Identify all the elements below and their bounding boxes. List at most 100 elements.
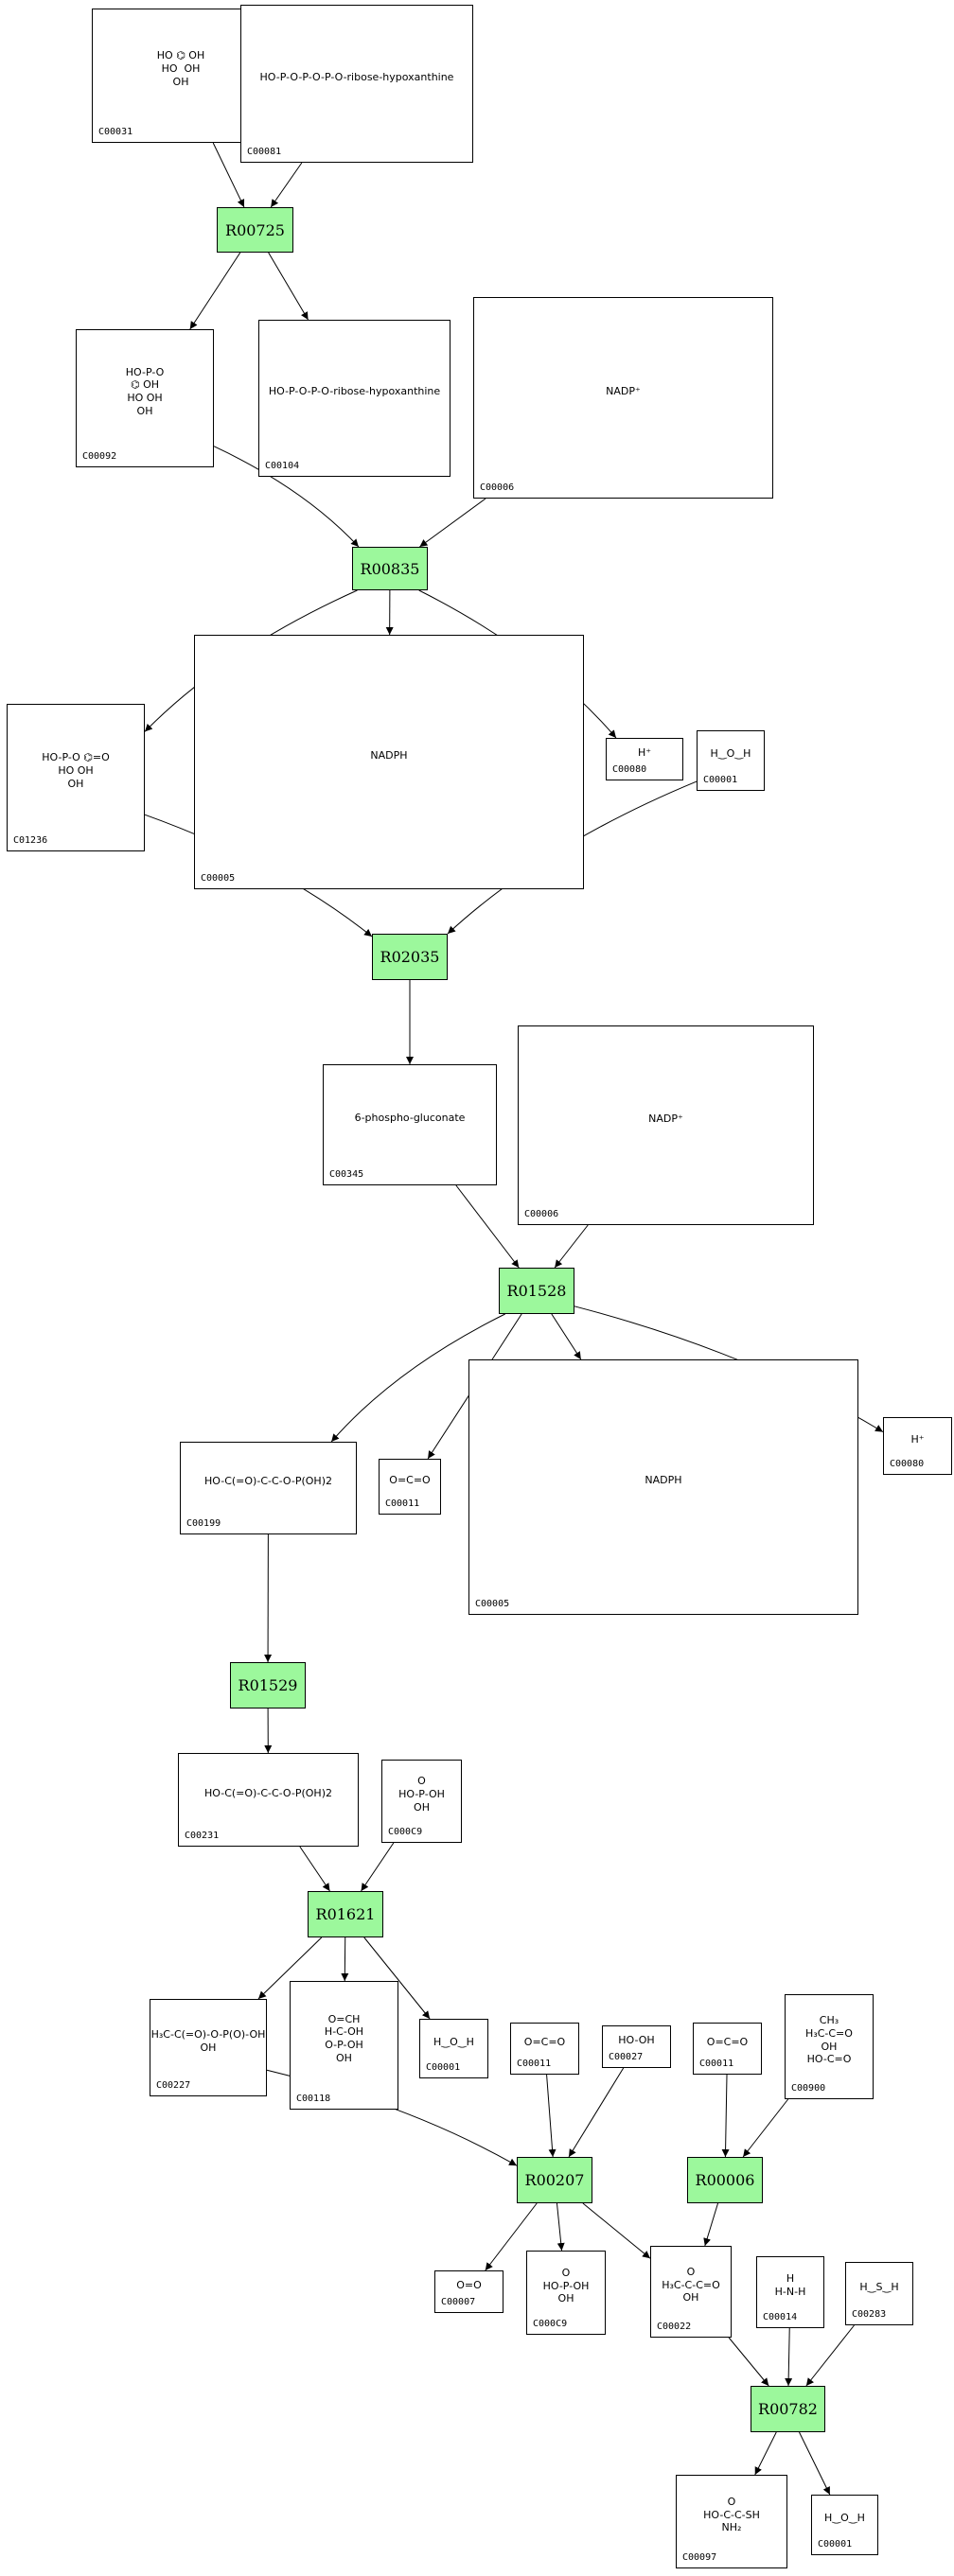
structure-image: NADP⁺: [648, 1112, 683, 1125]
compound-c00009[interactable]: O HO-P-OH OH C000C9: [526, 2251, 606, 2335]
edge-c00900-to-r00006: [742, 2098, 789, 2158]
compound-id-label: C01236: [13, 835, 48, 846]
edge-r01528-to-c00199: [330, 1313, 505, 1443]
compound-id-label: C00080: [612, 764, 647, 775]
compound-c00009[interactable]: O HO-P-OH OH C000C9: [381, 1760, 462, 1843]
compound-c00283[interactable]: H‿S‿H C00283: [845, 2262, 913, 2325]
compound-c00104[interactable]: HO-P-O-P-O-ribose-hypoxanthine C00104: [258, 320, 450, 477]
edge-c00006a-to-r00835: [419, 498, 486, 548]
edge-r00006-to-c00022: [703, 2202, 719, 2247]
reaction-r01529[interactable]: R01529: [230, 1662, 306, 1709]
compound-c00022[interactable]: O H₃C-C-C=O OH C00022: [650, 2246, 732, 2338]
edge-r01621-to-c00001b: [363, 1936, 431, 2020]
compound-c00006[interactable]: NADP⁺ C00006: [518, 1025, 814, 1225]
compound-c00345[interactable]: 6-phospho-gluconate C00345: [323, 1064, 497, 1185]
reaction-r01528[interactable]: R01528: [499, 1268, 574, 1314]
structure-image: O=C=O: [389, 1473, 431, 1486]
compound-c01236[interactable]: HO-P-O ⌬=O HO OH OH C01236: [7, 704, 145, 851]
compound-c00001[interactable]: H‿O‿H C00001: [419, 2019, 488, 2078]
compound-id-label: C00014: [763, 2312, 798, 2322]
compound-c00006[interactable]: NADP⁺ C00006: [473, 297, 773, 499]
structure-image: O=CH H-C-OH O-P-OH OH: [324, 2012, 364, 2064]
edge-c00014-to-r00782: [785, 2327, 793, 2387]
compound-id-label: C00011: [699, 2059, 734, 2069]
structure-image: CH₃ H₃C-C=O OH HO-C=O: [805, 2014, 853, 2066]
reaction-r02035[interactable]: R02035: [372, 934, 448, 980]
structure-image: HO-P-O ⌬ OH HO OH OH: [125, 365, 165, 417]
structure-image: HO-C(=O)-C-C-O-P(OH)2: [204, 1786, 332, 1799]
structure-image: HO-OH: [618, 2033, 655, 2046]
compound-id-label: C000C9: [533, 2319, 568, 2329]
compound-c00011[interactable]: O=C=O C00011: [693, 2023, 762, 2075]
edge-r00207-to-c00022: [582, 2202, 651, 2259]
compound-c00199[interactable]: HO-C(=O)-C-C-O-P(OH)2 C00199: [180, 1442, 357, 1534]
edge-c00009a-to-r01621: [361, 1842, 395, 1892]
compound-c00005[interactable]: NADPH C00005: [194, 635, 584, 889]
edge-r00782-to-c00097: [754, 2431, 777, 2476]
compound-id-label: C00005: [201, 873, 236, 884]
compound-id-label: C00011: [385, 1498, 420, 1509]
compound-c00118[interactable]: O=CH H-C-OH O-P-OH OH C00118: [290, 1981, 398, 2110]
compound-c00227[interactable]: H₃C-C(=O)-O-P(O)-OH OH C00227: [150, 1999, 267, 2096]
reaction-r00782[interactable]: R00782: [751, 2386, 825, 2432]
compound-c00027[interactable]: HO-OH C00027: [602, 2025, 671, 2068]
edge-r00207-to-c00007: [485, 2202, 538, 2271]
reaction-r00835[interactable]: R00835: [352, 547, 428, 590]
compound-id-label: C00227: [156, 2080, 191, 2091]
structure-image: O HO-P-OH OH: [398, 1775, 445, 1814]
compound-c00005[interactable]: NADPH C00005: [468, 1359, 858, 1615]
compound-id-label: C00001: [703, 775, 738, 785]
compound-c00900[interactable]: CH₃ H₃C-C=O OH HO-C=O C00900: [785, 1994, 874, 2099]
compound-c00014[interactable]: H H-N-H C00014: [756, 2256, 824, 2328]
compound-id-label: C00001: [426, 2062, 461, 2073]
structure-image: O=C=O: [706, 2035, 749, 2048]
compound-id-label: C00283: [852, 2309, 887, 2320]
compound-c00001[interactable]: H‿O‿H C00001: [697, 730, 765, 791]
structure-image: H⁺: [637, 745, 652, 759]
structure-image: O H₃C-C-C=O OH: [662, 2265, 720, 2304]
compound-id-label: C00001: [818, 2539, 853, 2550]
structure-image: HO ⌬ OH HO OH OH: [156, 49, 205, 88]
compound-c00092[interactable]: HO-P-O ⌬ OH HO OH OH C00092: [76, 329, 214, 467]
compound-c00011[interactable]: O=C=O C00011: [510, 2023, 579, 2075]
reaction-r00207[interactable]: R00207: [517, 2157, 592, 2203]
compound-id-label: C000C9: [388, 1827, 423, 1837]
structure-image: NADPH: [645, 1474, 682, 1487]
compound-c00001[interactable]: H‿O‿H C00001: [811, 2495, 878, 2555]
edge-r00725-to-c00092: [189, 252, 241, 330]
compound-c00081[interactable]: HO-P-O-P-O-P-O-ribose-hypoxanthine C0008…: [240, 5, 473, 163]
compound-c00007[interactable]: O=O C00007: [434, 2270, 504, 2313]
compound-id-label: C00080: [890, 1459, 925, 1469]
compound-c00080[interactable]: H⁺ C00080: [883, 1417, 952, 1475]
compound-id-label: C00092: [82, 451, 117, 462]
edge-c00081-to-r00725: [270, 162, 303, 208]
structure-image: H⁺: [910, 1432, 925, 1446]
edge-c00006b-to-r01528: [554, 1224, 589, 1269]
compound-id-label: C00097: [682, 2552, 717, 2563]
compound-id-label: C00199: [186, 1518, 221, 1529]
edge-c00027-to-r00207: [568, 2067, 625, 2158]
edge-r01621-to-c00227: [257, 1936, 323, 2000]
compound-c00080[interactable]: H⁺ C00080: [606, 738, 683, 780]
edge-c00092-to-r00835: [213, 446, 360, 548]
compound-c00031[interactable]: HO ⌬ OH HO OH OH C00031: [92, 9, 270, 143]
compound-id-label: C00031: [98, 127, 133, 137]
structure-image: NADPH: [370, 748, 408, 762]
structure-image: O=O: [456, 2278, 482, 2291]
edge-c00345-to-r01528: [455, 1184, 520, 1269]
structure-image: 6-phospho-gluconate: [354, 1112, 466, 1125]
compound-c00231[interactable]: HO-C(=O)-C-C-O-P(OH)2 C00231: [178, 1753, 359, 1847]
reaction-r00006[interactable]: R00006: [687, 2157, 763, 2203]
reaction-r01621[interactable]: R01621: [308, 1891, 383, 1937]
compound-id-label: C00231: [185, 1831, 220, 1841]
compound-id-label: C00007: [441, 2297, 476, 2307]
compound-id-label: C00027: [609, 2052, 644, 2062]
structure-image: O HO-P-OH OH: [542, 2266, 590, 2305]
structure-image: H‿S‿H: [859, 2280, 899, 2293]
compound-id-label: C00011: [517, 2059, 552, 2069]
structure-image: H‿O‿H: [824, 2512, 865, 2525]
edge-c00231-to-r01621: [299, 1846, 330, 1892]
compound-c00011[interactable]: O=C=O C00011: [379, 1459, 441, 1515]
compound-c00097[interactable]: O HO-C-C-SH NH₂ C00097: [676, 2475, 787, 2568]
reaction-r00725[interactable]: R00725: [217, 207, 293, 253]
